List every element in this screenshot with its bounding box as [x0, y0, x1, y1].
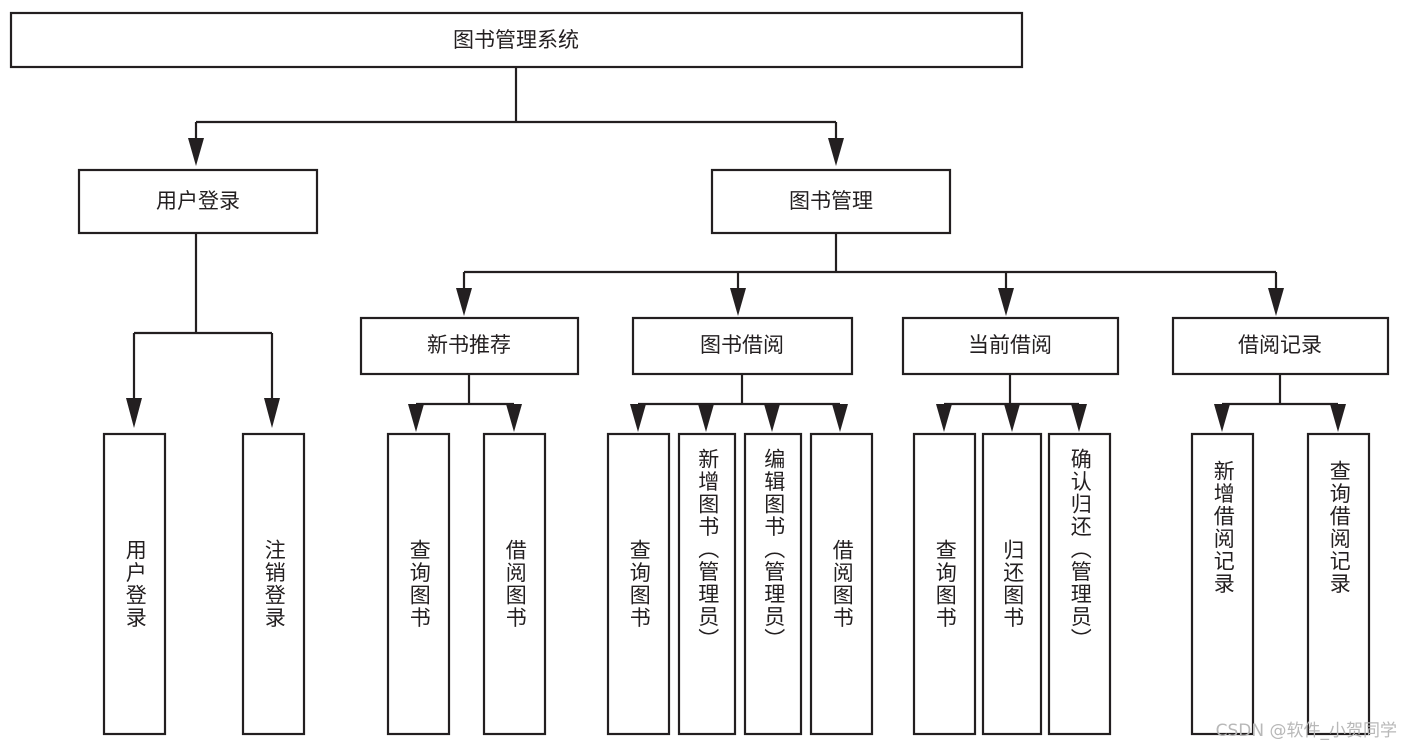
node-current-borrow-label: 当前借阅 — [968, 333, 1052, 357]
arrow-head-nb-leaf-2 — [506, 404, 522, 432]
node-book-management[interactable]: 图书管理 — [710, 168, 952, 235]
arrow-head-cb-leaf-2 — [1004, 404, 1020, 432]
node-new-book-recommend-box[interactable] — [359, 316, 580, 376]
csdn-watermark: CSDN @软件_小贺同学 — [1215, 721, 1397, 741]
arrow-head-ul-leaf-1 — [126, 398, 142, 428]
node-root[interactable]: 图书管理系统 — [9, 11, 1024, 69]
arrow-head-bb-leaf-3 — [764, 404, 780, 432]
leaf-box-book-borrow-2[interactable] — [677, 432, 737, 736]
connector-group-current-borrow — [936, 374, 1087, 432]
node-book-borrow-label: 图书借阅 — [700, 333, 784, 357]
leaf-boxes-user-login — [102, 432, 306, 736]
node-user-login-label: 用户登录 — [156, 189, 240, 213]
leaf-box-new-book-1[interactable] — [386, 432, 451, 736]
arrow-head-book-mgmt — [828, 138, 844, 166]
leaf-boxes-current-borrow — [912, 432, 1112, 736]
node-new-book-recommend-label: 新书推荐 — [427, 333, 511, 357]
arrow-head-bm-child-4 — [1268, 288, 1284, 316]
arrow-head-cb-leaf-3 — [1071, 404, 1087, 432]
connector-group-borrow-record — [1214, 374, 1346, 432]
node-current-borrow[interactable]: 当前借阅 — [901, 316, 1120, 376]
arrow-head-bb-leaf-1 — [630, 404, 646, 432]
leaf-box-book-borrow-3[interactable] — [743, 432, 803, 736]
connector-group-book-borrow — [630, 374, 848, 432]
node-borrow-record-label: 借阅记录 — [1238, 333, 1322, 357]
leaf-boxes-book-borrow — [606, 432, 874, 736]
node-user-login-box[interactable] — [77, 168, 319, 235]
node-user-login[interactable]: 用户登录 — [77, 168, 319, 235]
node-current-borrow-box[interactable] — [901, 316, 1120, 376]
leaf-box-borrow-record-2[interactable] — [1306, 432, 1371, 736]
leaf-box-new-book-2[interactable] — [482, 432, 547, 736]
node-book-borrow-box[interactable] — [631, 316, 854, 376]
leaf-box-user-login-1[interactable] — [102, 432, 167, 736]
leaf-box-current-borrow-3[interactable] — [1047, 432, 1112, 736]
leaf-box-book-borrow-4[interactable] — [809, 432, 874, 736]
node-root-box[interactable] — [9, 11, 1024, 69]
arrow-head-user-login — [188, 138, 204, 166]
leaf-box-book-borrow-1[interactable] — [606, 432, 671, 736]
arrow-head-bm-child-2 — [730, 288, 746, 316]
leaf-box-current-borrow-2[interactable] — [981, 432, 1043, 736]
arrow-head-cb-leaf-1 — [936, 404, 952, 432]
connector-group-user-login — [126, 233, 280, 428]
connector-group-book-mgmt — [456, 233, 1284, 316]
arrow-head-bm-child-1 — [456, 288, 472, 316]
arrow-head-ul-leaf-2 — [264, 398, 280, 428]
node-root-label: 图书管理系统 — [453, 28, 579, 52]
leaf-boxes-new-book — [386, 432, 547, 736]
node-borrow-record[interactable]: 借阅记录 — [1171, 316, 1390, 376]
arrow-head-nb-leaf-1 — [408, 404, 424, 432]
node-new-book-recommend[interactable]: 新书推荐 — [359, 316, 580, 376]
connector-group-root — [188, 67, 844, 166]
node-book-management-box[interactable] — [710, 168, 952, 235]
connector-group-new-book — [408, 374, 522, 432]
leaf-box-current-borrow-1[interactable] — [912, 432, 977, 736]
arrow-head-bb-leaf-2 — [698, 404, 714, 432]
arrow-head-bb-leaf-4 — [832, 404, 848, 432]
node-borrow-record-box[interactable] — [1171, 316, 1390, 376]
node-book-borrow[interactable]: 图书借阅 — [631, 316, 854, 376]
leaf-boxes-borrow-record — [1190, 432, 1371, 736]
arrow-head-br-leaf-1 — [1214, 404, 1230, 432]
leaf-box-borrow-record-1[interactable] — [1190, 432, 1255, 736]
arrow-head-br-leaf-2 — [1330, 404, 1346, 432]
node-book-management-label: 图书管理 — [789, 189, 873, 213]
leaf-box-user-login-2[interactable] — [241, 432, 306, 736]
arrow-head-bm-child-3 — [998, 288, 1014, 316]
